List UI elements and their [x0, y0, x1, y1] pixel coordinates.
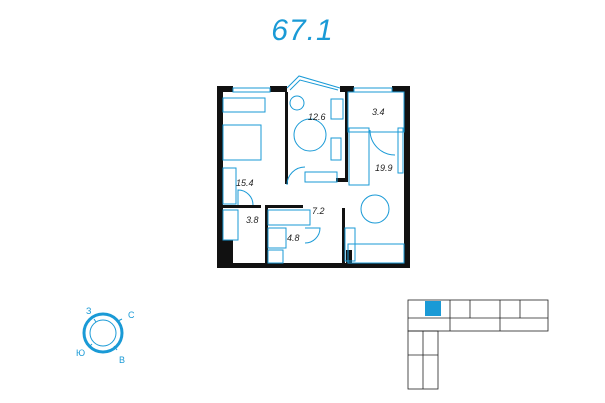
door-swings [237, 129, 396, 244]
room-area-hallway: 7.2 [312, 206, 325, 216]
compass-east: В [119, 355, 125, 365]
room-area-12-6: 12.6 [308, 112, 326, 122]
furniture-and-fixtures [222, 91, 405, 264]
compass-south: Ю [76, 348, 85, 358]
compass: З С Ю В [76, 306, 135, 365]
highlighted-apartment [425, 301, 441, 316]
walls [217, 86, 410, 268]
room-area-living: 19.9 [375, 163, 393, 173]
compass-north: С [128, 310, 135, 320]
room-area-bedroom: 15.4 [236, 178, 254, 188]
building-key-plan [407, 299, 549, 390]
room-area-bathroom-2: 4.8 [287, 233, 300, 243]
compass-west: З [86, 306, 91, 316]
room-area-balcony: 3.4 [372, 107, 385, 117]
windows [232, 75, 393, 93]
total-area-title: 67.1 [271, 14, 334, 47]
room-labels: 15.4 12.6 3.4 19.9 3.8 7.2 4.8 [236, 107, 393, 243]
room-area-bathroom: 3.8 [246, 215, 259, 225]
